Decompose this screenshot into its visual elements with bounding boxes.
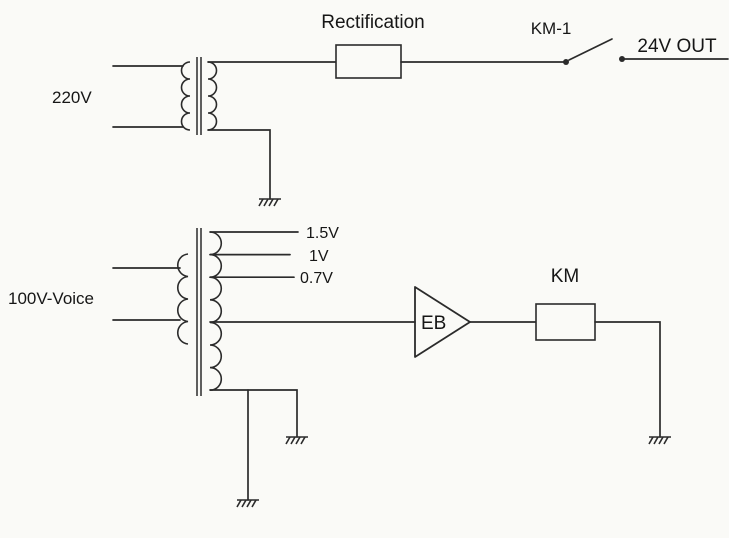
transformer-220v — [112, 57, 218, 135]
switch-blade — [568, 38, 613, 61]
label-220v: 220V — [52, 88, 92, 107]
t2-secondary-coil — [209, 231, 223, 391]
wire-km-to-ground — [594, 321, 661, 438]
wire-t1-to-ground — [207, 129, 271, 200]
label-km1: KM-1 — [531, 19, 572, 38]
voice-circuit: 100V-Voice 1.5V 1V 0.7V EB KM — [8, 225, 672, 508]
label-tap-1v: 1V — [309, 248, 329, 265]
label-100v-voice: 100V-Voice — [8, 289, 94, 308]
label-tap-1-5v: 1.5V — [306, 225, 339, 242]
label-tap-0-7v: 0.7V — [300, 270, 333, 287]
ground-symbol-3 — [236, 499, 260, 508]
wire-t2-bottom-to-ground — [209, 389, 298, 438]
label-rectification: Rectification — [321, 12, 425, 33]
label-eb: EB — [421, 313, 446, 334]
km-box — [535, 303, 596, 341]
t2-primary-coil — [176, 253, 189, 345]
rectifier-circuit: 220V Rectification KM-1 24V OUT — [52, 12, 729, 207]
ground-symbol-2 — [285, 436, 309, 445]
rectifier-box — [335, 44, 402, 79]
transformer-100v — [112, 228, 223, 396]
t1-secondary-coil — [207, 61, 218, 131]
switch-contact-left — [563, 59, 569, 65]
switch-km1 — [563, 38, 625, 65]
label-km: KM — [551, 266, 580, 287]
amplifier-triangle — [414, 286, 471, 358]
label-24v-out: 24V OUT — [637, 36, 717, 57]
ground-symbol-4 — [648, 436, 672, 445]
ground-symbol-1 — [258, 198, 282, 207]
t1-primary-coil — [180, 61, 191, 131]
